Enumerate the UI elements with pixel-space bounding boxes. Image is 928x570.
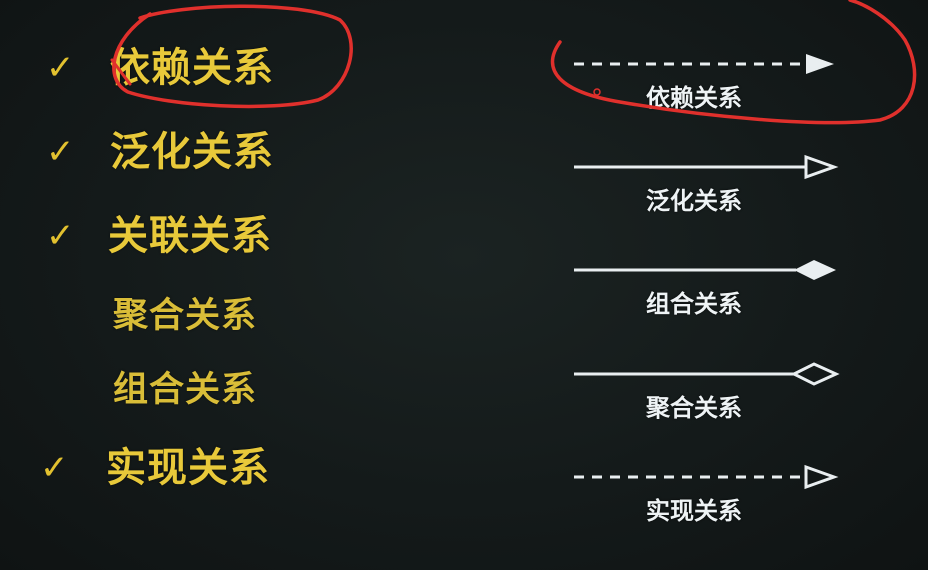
generalization-arrow-icon xyxy=(574,154,839,180)
aggregation-arrow-icon xyxy=(574,362,840,386)
right-label-composition: 组合关系 xyxy=(646,290,742,318)
left-item-dependency: ✓ 依赖关系 xyxy=(0,38,400,98)
checkmark-icon: ✓ xyxy=(46,132,75,172)
left-label-composition: 组合关系 xyxy=(113,370,258,410)
right-label-generalization: 泛化关系 xyxy=(646,187,742,215)
left-label-association: 关联关系 xyxy=(108,213,272,259)
left-item-generalization: ✓ 泛化关系 xyxy=(0,122,400,182)
left-item-association: ✓ 关联关系 xyxy=(0,206,400,266)
realization-arrow-icon xyxy=(574,464,839,490)
right-label-dependency: 依赖关系 xyxy=(646,84,742,112)
left-item-realization: ✓ 实现关系 xyxy=(0,438,400,498)
composition-arrow-icon xyxy=(574,260,836,280)
right-item-dependency: 依赖关系 xyxy=(560,40,860,120)
left-item-composition: 组合关系 xyxy=(0,360,400,420)
left-label-realization: 实现关系 xyxy=(106,445,270,491)
checkmark-icon: ✓ xyxy=(46,216,75,256)
left-item-aggregation: 聚合关系 xyxy=(0,286,400,346)
right-item-composition: 组合关系 xyxy=(560,246,860,326)
left-label-aggregation: 聚合关系 xyxy=(113,296,258,336)
left-label-dependency: 依赖关系 xyxy=(110,45,274,91)
right-item-realization: 实现关系 xyxy=(560,453,860,533)
right-label-realization: 实现关系 xyxy=(646,497,742,525)
right-label-aggregation: 聚合关系 xyxy=(646,394,742,422)
right-item-aggregation: 聚合关系 xyxy=(560,350,860,430)
checkmark-icon: ✓ xyxy=(46,48,75,88)
checkmark-icon: ✓ xyxy=(40,448,69,488)
left-label-generalization: 泛化关系 xyxy=(110,129,274,175)
right-item-generalization: 泛化关系 xyxy=(560,143,860,223)
